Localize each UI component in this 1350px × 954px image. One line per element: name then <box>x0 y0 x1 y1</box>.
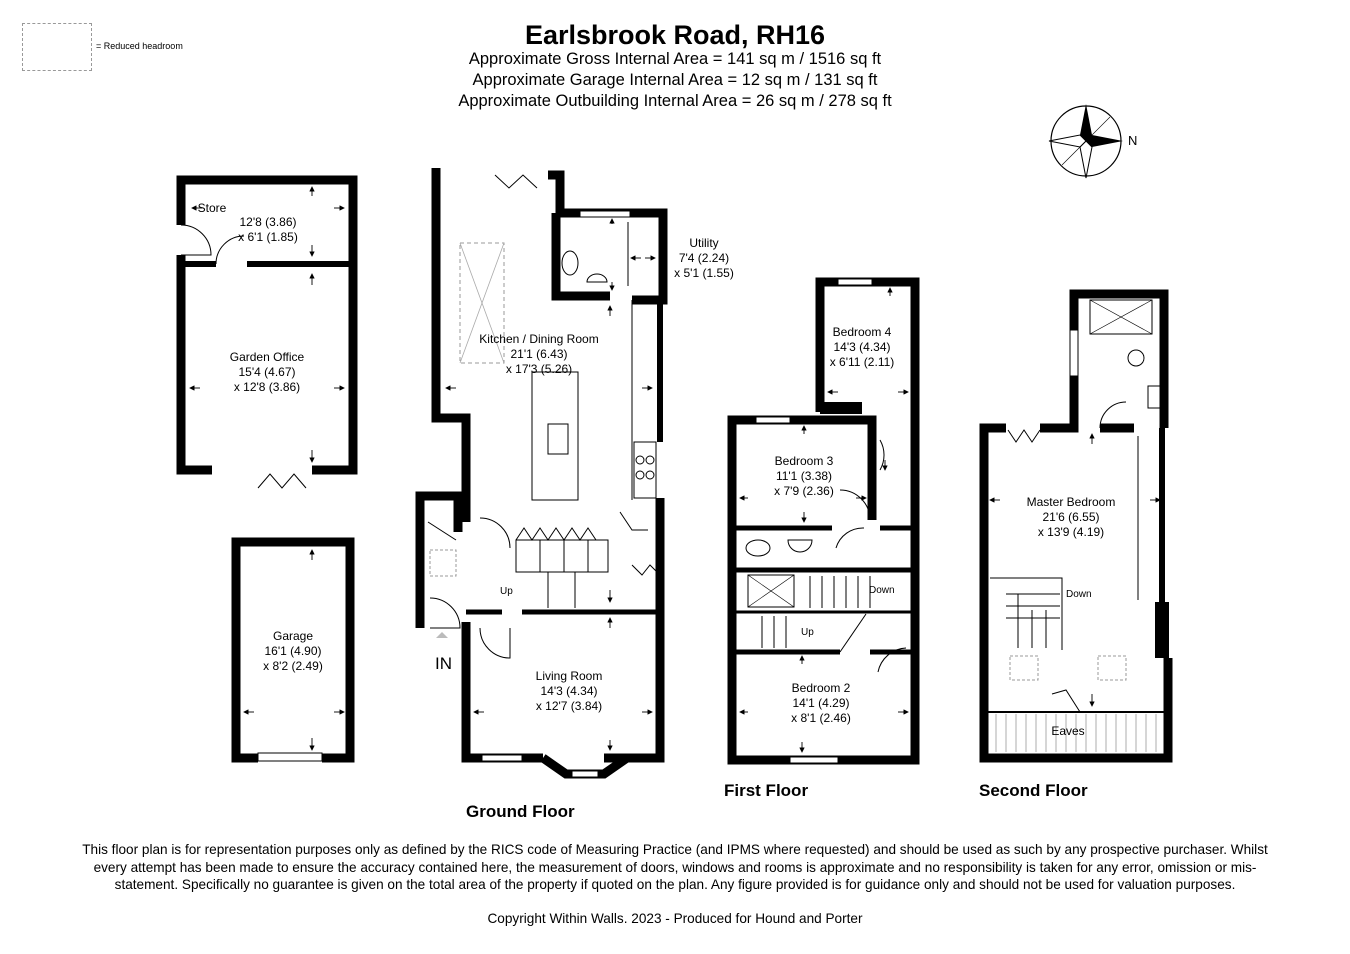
living-room-name: Living Room <box>536 669 603 683</box>
first-stairs-up-label: Up <box>801 627 814 638</box>
bedroom3-name: Bedroom 3 <box>775 454 834 468</box>
hob <box>633 441 657 499</box>
kitchen-bifold-doors <box>494 174 538 189</box>
utility-toilet <box>561 250 579 276</box>
copyright-text: Copyright Within Walls. 2023 - Produced … <box>487 911 863 926</box>
kitchen-name: Kitchen / Dining Room <box>479 332 598 346</box>
eaves-label: Eaves <box>1051 724 1084 738</box>
bedroom4-dim2: x 6'11 (2.11) <box>830 355 895 369</box>
ground-stairs-up-label: Up <box>500 586 513 597</box>
bedroom4-dim1: 14'3 (4.34) <box>834 340 891 354</box>
front-door <box>429 597 461 629</box>
outbuilding-walls <box>176 175 358 475</box>
bedroom2-name: Bedroom 2 <box>792 681 851 695</box>
compass-north-label: N <box>1128 133 1137 148</box>
entrance-arrow-icon <box>436 632 448 638</box>
master-bedroom-dim1: 21'6 (6.55) <box>1043 510 1100 524</box>
reduced-headroom-swatch <box>22 23 92 71</box>
utility-name: Utility <box>689 236 718 250</box>
store-door <box>180 224 212 256</box>
second-floor-walls <box>979 289 1173 763</box>
kitchen-dim2: x 17'3 (5.26) <box>506 362 572 376</box>
garage-walls <box>231 537 355 763</box>
garage-area-text: Approximate Garage Internal Area = 12 sq… <box>472 71 878 89</box>
second-stairs-down-label: Down <box>1066 589 1092 600</box>
entrance-label: IN <box>435 654 452 673</box>
dimension-arrows <box>189 186 1161 753</box>
utility-window <box>579 210 631 218</box>
garage-dim2: x 8'2 (2.49) <box>263 659 323 673</box>
store-name: Store <box>198 201 227 215</box>
second-floor-stairs <box>990 577 1063 650</box>
master-bedroom-name: Master Bedroom <box>1027 495 1116 509</box>
utility-basin <box>586 273 608 283</box>
garden-office-inner-door <box>215 235 245 265</box>
bedroom2-dim1: 14'1 (4.29) <box>793 696 850 710</box>
garage-name: Garage <box>273 629 313 643</box>
garden-office-bifold-doors <box>257 473 307 489</box>
store-dim2: x 6'1 (1.85) <box>238 230 298 244</box>
living-room-dim1: 14'3 (4.34) <box>541 684 598 698</box>
store-dim1: 12'8 (3.86) <box>240 215 297 229</box>
garage-window <box>257 752 323 762</box>
legend-label: = Reduced headroom <box>96 41 183 51</box>
living-room-dim2: x 12'7 (3.84) <box>536 699 602 713</box>
outbuilding-area-text: Approximate Outbuilding Internal Area = … <box>458 92 892 110</box>
first-stairs-down-label: Down <box>869 585 895 596</box>
utility-dim1: 7'4 (2.24) <box>679 251 729 265</box>
plan-title: Earlsbrook Road, RH16 <box>524 20 826 50</box>
second-floor-label: Second Floor <box>979 781 1088 800</box>
disclaimer-text: This floor plan is for representation pu… <box>82 842 1268 893</box>
compass-icon <box>1048 104 1123 179</box>
first-floor-label: First Floor <box>724 781 809 800</box>
garden-office-dim1: 15'4 (4.67) <box>239 365 296 379</box>
garden-office-dim2: x 12'8 (3.86) <box>234 380 300 394</box>
reduced-headroom-kitchen <box>459 242 505 364</box>
bedroom3-dim2: x 7'9 (2.36) <box>774 484 834 498</box>
gross-area-text: Approximate Gross Internal Area = 141 sq… <box>468 50 882 68</box>
bedroom3-dim1: 11'1 (3.38) <box>776 469 832 483</box>
garage-dim1: 16'1 (4.90) <box>265 644 322 658</box>
master-bedroom-dim2: x 13'9 (4.19) <box>1038 525 1104 539</box>
reduced-headroom-hall <box>429 549 457 577</box>
utility-dim2: x 5'1 (1.55) <box>674 266 734 280</box>
eaves-hatching <box>995 714 1157 752</box>
bedroom4-name: Bedroom 4 <box>833 325 892 339</box>
garden-office-name: Garden Office <box>230 350 305 364</box>
ground-floor-label: Ground Floor <box>466 802 575 821</box>
first-floor-stairs <box>761 576 871 648</box>
kitchen-sink <box>547 423 569 455</box>
ground-stairs <box>515 527 609 608</box>
bedroom2-dim2: x 8'1 (2.46) <box>791 711 851 725</box>
kitchen-dim1: 21'1 (6.43) <box>511 347 568 361</box>
